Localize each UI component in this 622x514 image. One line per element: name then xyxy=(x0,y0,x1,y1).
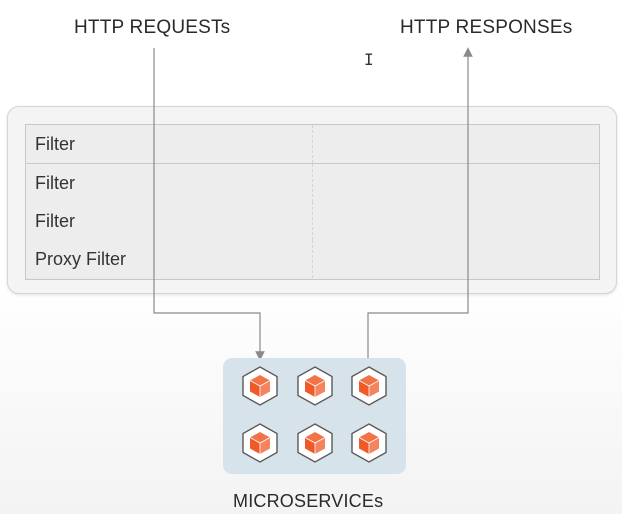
row-divider xyxy=(312,240,313,278)
microservice-cube-icon xyxy=(349,423,389,463)
http-responses-label: HTTP RESPONSEs xyxy=(400,17,573,38)
proxy-filter-row: Proxy Filter xyxy=(26,240,599,278)
microservices-label: MICROSERVICEs xyxy=(233,491,384,511)
request-arrow xyxy=(153,48,265,361)
filter-label: Filter xyxy=(35,173,75,193)
microservice-cube-icon xyxy=(240,423,280,463)
http-requests-label: HTTP REQUESTs xyxy=(74,17,231,38)
microservice-cube-icon xyxy=(349,366,389,406)
row-divider xyxy=(312,164,313,202)
microservice-cube-icon xyxy=(240,366,280,406)
filter-chain: Filter Filter Filter Proxy Filter xyxy=(25,124,600,280)
microservice-cube-icon xyxy=(295,423,335,463)
filter-row: Filter xyxy=(26,164,599,203)
text-cursor-icon: I xyxy=(364,50,374,69)
filter-label: Filter xyxy=(35,211,75,231)
row-divider xyxy=(312,202,313,240)
filter-label: Filter xyxy=(35,134,75,154)
proxy-filter-label: Proxy Filter xyxy=(35,249,127,269)
response-arrow xyxy=(367,47,473,358)
row-divider xyxy=(312,125,313,163)
microservice-cube-icon xyxy=(295,366,335,406)
filter-row: Filter xyxy=(26,125,599,164)
